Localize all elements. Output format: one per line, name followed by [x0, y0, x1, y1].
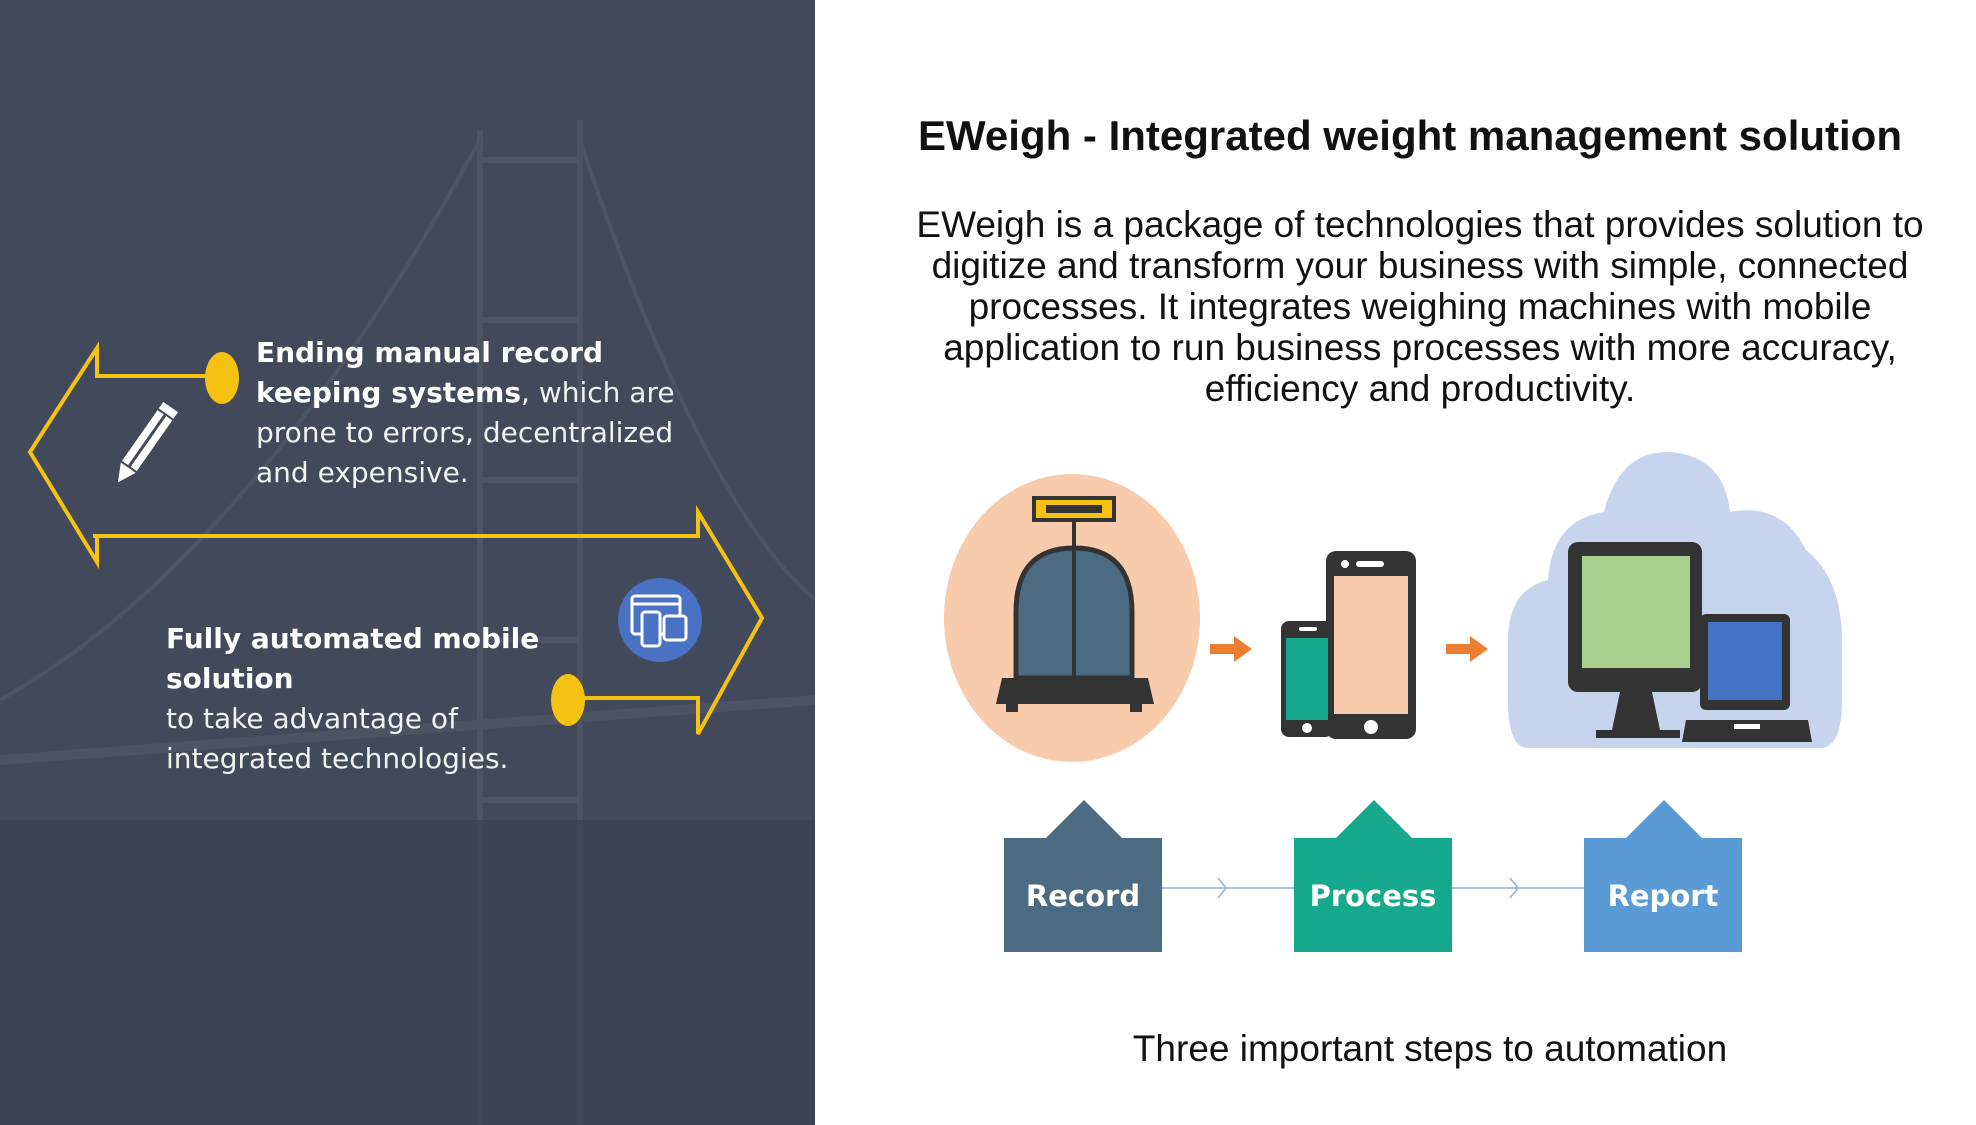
step-record-label: Record	[1026, 879, 1140, 913]
point-automated-mobile: Fully automated mobile solution to take …	[166, 619, 546, 779]
step-record: Record	[1004, 800, 1162, 952]
point1-rest: , which are prone to errors, decentraliz…	[256, 376, 675, 489]
intro-paragraph: EWeigh is a package of technologies that…	[916, 204, 1924, 409]
mobile-phones-icon	[1281, 551, 1416, 739]
footer-caption: Three important steps to automation	[1132, 1028, 1728, 1069]
yellow-dot-1	[205, 352, 239, 404]
step-process: Process	[1294, 800, 1452, 952]
devices-icon	[618, 578, 702, 662]
yellow-dot-2	[551, 674, 585, 726]
step-connectors	[1162, 877, 1584, 899]
point2-rest: to take advantage of integrated technolo…	[166, 702, 509, 775]
bridge-background	[0, 120, 815, 1125]
cloud-computers-icon	[1508, 451, 1843, 748]
arrow-icon	[1210, 636, 1488, 662]
step-report-label: Report	[1608, 879, 1719, 913]
page-title: EWeigh - Integrated weight management so…	[918, 112, 1902, 159]
weighing-scale-icon	[944, 474, 1200, 762]
point-ending-manual: Ending manual record keeping systems, wh…	[256, 333, 696, 493]
left-panel: Ending manual record keeping systems, wh…	[0, 0, 815, 1125]
point1-bold: Ending manual record keeping systems	[256, 336, 604, 409]
step-report: Report	[1584, 800, 1742, 952]
step-process-label: Process	[1310, 879, 1437, 913]
pencil-icon	[117, 401, 179, 483]
point2-bold: Fully automated mobile solution	[166, 622, 540, 695]
